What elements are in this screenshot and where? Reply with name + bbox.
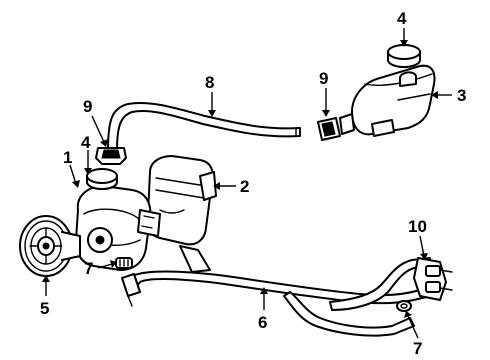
hose-clamp-left: [95, 147, 127, 165]
return-hose: [107, 101, 301, 151]
seal-right: [396, 300, 412, 312]
callout-8: 8: [205, 73, 214, 92]
callout-5: 5: [40, 299, 49, 318]
seal-left: [115, 257, 133, 269]
callout-10: 10: [408, 217, 427, 236]
callout-6: 6: [258, 313, 267, 332]
hose-clamp-right: [317, 117, 341, 141]
reservoir: [339, 64, 436, 137]
pump-filler-cap: [86, 168, 118, 190]
callout-3: 3: [457, 86, 466, 105]
line-fitting-bracket: [413, 257, 453, 301]
callout-2: 2: [240, 177, 249, 196]
callout-7-right: 7: [413, 339, 422, 358]
callout-7-left: 7: [84, 259, 93, 278]
callout-1: 1: [63, 148, 72, 167]
callout-9-left: 9: [83, 97, 92, 116]
callout-labels: 4 3 8 9 9 1 4 2 5 7 6 10 7: [40, 9, 466, 358]
callout-9-right: 9: [319, 69, 328, 88]
leader-lines: [42, 28, 452, 339]
reservoir-cap: [387, 44, 421, 68]
pump-body: [74, 185, 161, 271]
callout-4-pump: 4: [81, 133, 91, 152]
pump-pulley: [19, 215, 81, 277]
callout-4-cap: 4: [397, 9, 407, 28]
cooler-line-lower: [283, 291, 415, 337]
